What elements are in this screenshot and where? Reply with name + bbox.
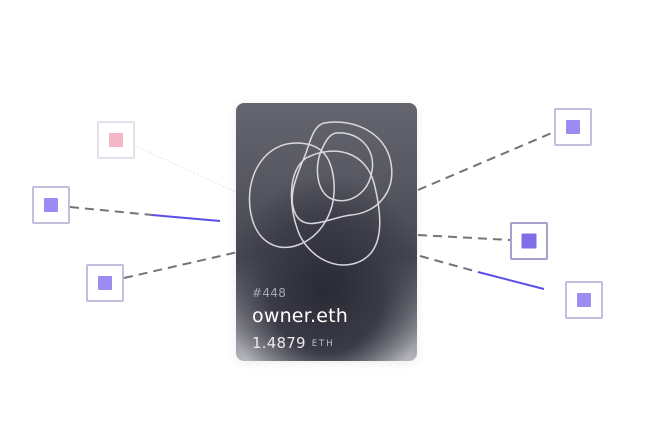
link-right-top [417, 131, 555, 191]
token-id: #448 [252, 286, 287, 300]
link-pink-node [134, 145, 239, 194]
node-right-lower-icon [565, 281, 603, 319]
link-right-lower-accent [477, 271, 545, 290]
owner-name: owner.eth [252, 305, 348, 327]
link-right-middle [417, 234, 511, 241]
price-row: 1.4879 ETH [252, 333, 335, 352]
node-pink-icon [97, 121, 135, 159]
link-left-middle-dashed [69, 206, 153, 216]
nft-card[interactable]: #448 owner.eth 1.4879 ETH [236, 103, 417, 361]
node-left-middle-icon [32, 186, 70, 224]
node-left-lower-icon [86, 264, 124, 302]
price-unit: ETH [311, 339, 335, 349]
node-right-top-icon [554, 108, 592, 146]
node-right-middle-icon [510, 222, 548, 260]
link-left-middle-accent [151, 214, 221, 222]
link-left-lower [123, 251, 239, 279]
abstract-loop-art [248, 121, 393, 266]
price-value: 1.4879 [252, 334, 306, 352]
link-right-lower-dashed [419, 255, 479, 273]
